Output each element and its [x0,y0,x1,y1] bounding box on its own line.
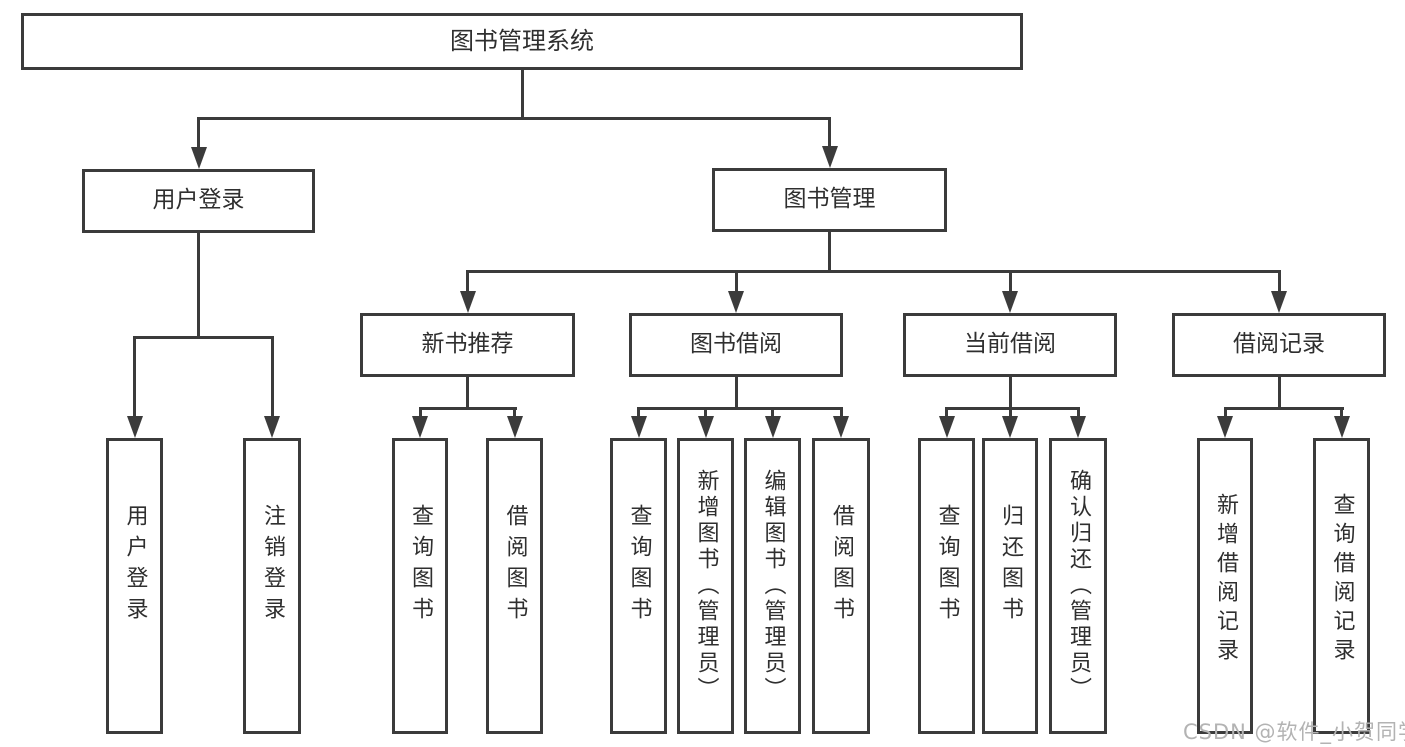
arrowhead-down-icon [1070,416,1086,438]
node-add-borrow-record: 新增借阅记录 [1197,438,1253,734]
node-label: 借阅图书 [502,504,528,628]
connector-arrow-line [840,407,843,420]
connector-arrow-line [133,336,136,420]
connector-bar [466,270,1281,273]
connector-bar [945,407,1080,410]
connector-bar [637,407,843,410]
node-label: 用户登录 [122,504,148,628]
node-label: 查询借阅记录 [1329,493,1355,667]
node-label: 图书管理系统 [450,27,594,56]
node-new-book-recommendation: 新书推荐 [360,313,575,377]
connector-arrow-line [637,407,640,420]
node-borrowing-records: 借阅记录 [1172,313,1386,377]
arrowhead-down-icon [1271,291,1287,313]
node-query-borrow-record: 查询借阅记录 [1313,438,1370,734]
connector-stem [1009,376,1012,410]
node-current-borrowing: 当前借阅 [903,313,1117,377]
arrowhead-down-icon [765,416,781,438]
connector-arrow-line [1077,407,1080,420]
arrowhead-down-icon [507,416,523,438]
connector-stem [197,232,200,339]
node-logout-action: 注销登录 [243,438,301,734]
arrowhead-down-icon [631,416,647,438]
watermark: CSDN @软件_小贺同学 [1183,720,1405,744]
node-query-books-recommend: 查询图书 [392,438,448,734]
arrowhead-down-icon [833,416,849,438]
node-label: 查询图书 [934,504,960,628]
arrowhead-down-icon [460,291,476,313]
connector-arrow-line [1009,407,1012,420]
connector-bar [1224,407,1344,410]
arrowhead-down-icon [264,416,280,438]
node-label: 查询图书 [408,504,433,628]
connector-stem [466,376,469,410]
node-label: 归还图书 [998,504,1023,628]
connector-arrow-line [1009,270,1012,295]
arrowhead-down-icon [412,416,428,438]
arrowhead-down-icon [127,416,143,438]
arrowhead-down-icon [1217,416,1233,438]
connector-bar [197,117,831,120]
node-user-login: 用户登录 [82,169,315,233]
node-label: 图书管理 [783,186,876,213]
connector-arrow-line [419,407,422,420]
node-label: 用户登录 [152,187,245,214]
arrowhead-down-icon [1334,416,1350,438]
arrowhead-down-icon [822,146,838,168]
node-label: 新增借阅记录 [1213,493,1238,667]
node-label: 借阅记录 [1233,331,1325,358]
node-edit-books-admin: 编辑图书（管理员） [744,438,801,734]
node-borrow-books-recommend: 借阅图书 [486,438,543,734]
node-add-books-admin: 新增图书（管理员） [677,438,734,734]
node-label: 查询图书 [626,504,652,628]
node-label: 新增图书（管理员） [693,469,719,703]
connector-arrow-line [197,117,200,151]
connector-arrow-line [1224,407,1227,420]
node-label: 注销登录 [260,504,285,628]
node-label: 当前借阅 [964,331,1056,358]
node-book-management: 图书管理 [712,168,947,232]
node-return-books: 归还图书 [982,438,1038,734]
arrowhead-down-icon [1002,416,1018,438]
connector-arrow-line [735,270,738,295]
connector-stem [521,69,524,120]
connector-stem [735,376,738,410]
connector-arrow-line [513,407,516,420]
arrowhead-down-icon [698,416,714,438]
arrowhead-down-icon [1002,291,1018,313]
arrowhead-down-icon [728,291,744,313]
node-user-login-action: 用户登录 [106,438,163,734]
node-label: 确认归还（管理员） [1066,469,1091,703]
connector-arrow-line [771,407,774,420]
connector-arrow-line [271,336,274,420]
connector-arrow-line [466,270,469,295]
node-label: 图书借阅 [690,331,782,358]
arrowhead-down-icon [939,416,955,438]
node-borrow-books-borrowing: 借阅图书 [812,438,870,734]
connector-bar [419,407,517,410]
connector-arrow-line [1340,407,1343,420]
node-label: 新书推荐 [421,331,514,358]
node-query-books-borrowing: 查询图书 [610,438,667,734]
connector-arrow-line [828,117,831,150]
connector-arrow-line [945,407,948,420]
connector-arrow-line [1278,270,1281,295]
node-confirm-return-admin: 确认归还（管理员） [1049,438,1107,734]
connector-bar [133,336,274,339]
arrowhead-down-icon [191,147,207,169]
connector-arrow-line [704,407,707,420]
node-library-management-system: 图书管理系统 [21,13,1023,70]
connector-stem [1278,376,1281,410]
node-query-books-current: 查询图书 [918,438,975,734]
node-label: 编辑图书（管理员） [760,469,786,703]
connector-stem [828,231,831,273]
node-book-borrowing: 图书借阅 [629,313,843,377]
node-label: 借阅图书 [829,504,854,628]
